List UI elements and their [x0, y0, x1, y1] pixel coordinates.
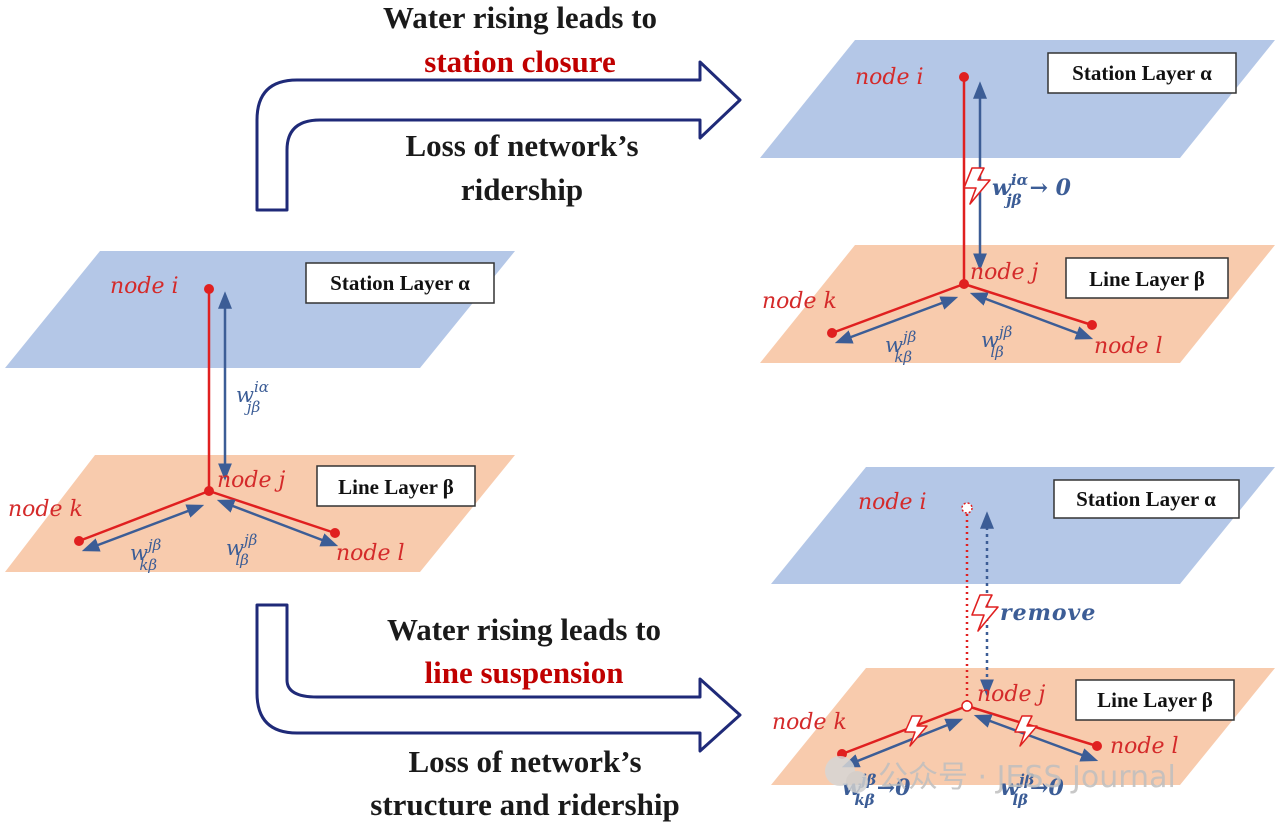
bottom-caption-line2: line suspension: [424, 655, 623, 690]
bottom-caption-line4: structure and ridership: [370, 787, 679, 822]
node-l-dot: [1087, 320, 1097, 330]
node-k-label: node k: [762, 289, 837, 314]
station-layer-label-box: [305, 262, 495, 304]
node-i-label: node i: [858, 490, 927, 515]
node-k-label: node k: [8, 497, 83, 522]
station-layer-label: Station Layer α: [1076, 487, 1216, 511]
top-transition-arrow: [255, 60, 742, 212]
weight-arrow-j-l: [216, 499, 339, 547]
node-i-dot: [204, 284, 214, 294]
lightning-bolt-icon: [1014, 715, 1038, 747]
node-i-removed-dot: [961, 502, 973, 514]
line-layer-label-box: [1075, 679, 1235, 721]
node-l-dot: [1092, 741, 1102, 751]
weight-arrow-j-l: [969, 292, 1094, 340]
node-i-label: node i: [110, 274, 179, 299]
node-j-label: node j: [977, 682, 1046, 707]
wechat-logo-icon-bubble: [846, 771, 868, 793]
lightning-bolt-icon: [904, 715, 928, 747]
station-layer-label-box: [1047, 52, 1237, 94]
node-j-label: node j: [970, 260, 1039, 285]
weight-arrow-j-k: [834, 296, 959, 344]
bottom-caption-line1: Water rising leads to: [387, 612, 661, 647]
station-closure-panel: Station Layer α Line Layer β node i node…: [760, 40, 1275, 366]
line-suspension-panel: Station Layer α Line Layer β node i node…: [771, 467, 1275, 809]
node-l-dot: [330, 528, 340, 538]
line-layer-label: Line Layer β: [1097, 688, 1213, 712]
top-caption-line2: station closure: [424, 44, 615, 79]
top-caption-line1: Water rising leads to: [383, 0, 657, 35]
station-layer-label: Station Layer α: [1072, 61, 1212, 85]
line-layer-label-box: [1065, 257, 1229, 299]
bottom-transition-arrow: [255, 603, 742, 753]
node-k-dot: [827, 328, 837, 338]
watermark-text: 公众号 · JESS Journal: [878, 760, 1176, 795]
top-caption-line3: Loss of network’s: [405, 128, 638, 163]
weight-arrow-j-k: [81, 504, 205, 552]
line-layer-label-box: [316, 465, 476, 507]
node-k-label: node k: [772, 710, 847, 735]
bottom-caption-line3: Loss of network’s: [408, 744, 641, 779]
lightning-bolt-icon: [963, 167, 991, 205]
line-layer-label: Line Layer β: [338, 475, 454, 499]
node-j-dot: [959, 279, 969, 289]
station-layer-label: Station Layer α: [330, 271, 470, 295]
weight-arrow-j-l: [973, 714, 1099, 762]
baseline-network-panel: Station Layer α Line Layer β node i node…: [5, 251, 515, 574]
node-j-label: node j: [217, 468, 286, 493]
weight-arrow-j-k: [841, 718, 964, 768]
lightning-bolt-icon: [971, 594, 999, 632]
node-j-dot: [961, 700, 973, 712]
node-j-dot: [204, 486, 214, 496]
watermark: 公众号 · JESS Journal: [825, 756, 1176, 795]
top-caption-line4: ridership: [461, 172, 583, 207]
node-i-label: node i: [855, 65, 924, 90]
node-k-dot: [74, 536, 84, 546]
node-i-dot: [959, 72, 969, 82]
node-l-label: node l: [336, 541, 405, 566]
line-layer-label: Line Layer β: [1089, 267, 1205, 291]
node-l-label: node l: [1094, 334, 1163, 359]
station-layer-label-box: [1053, 479, 1240, 519]
node-l-label: node l: [1110, 734, 1179, 759]
remove-label: remove: [1000, 600, 1096, 626]
